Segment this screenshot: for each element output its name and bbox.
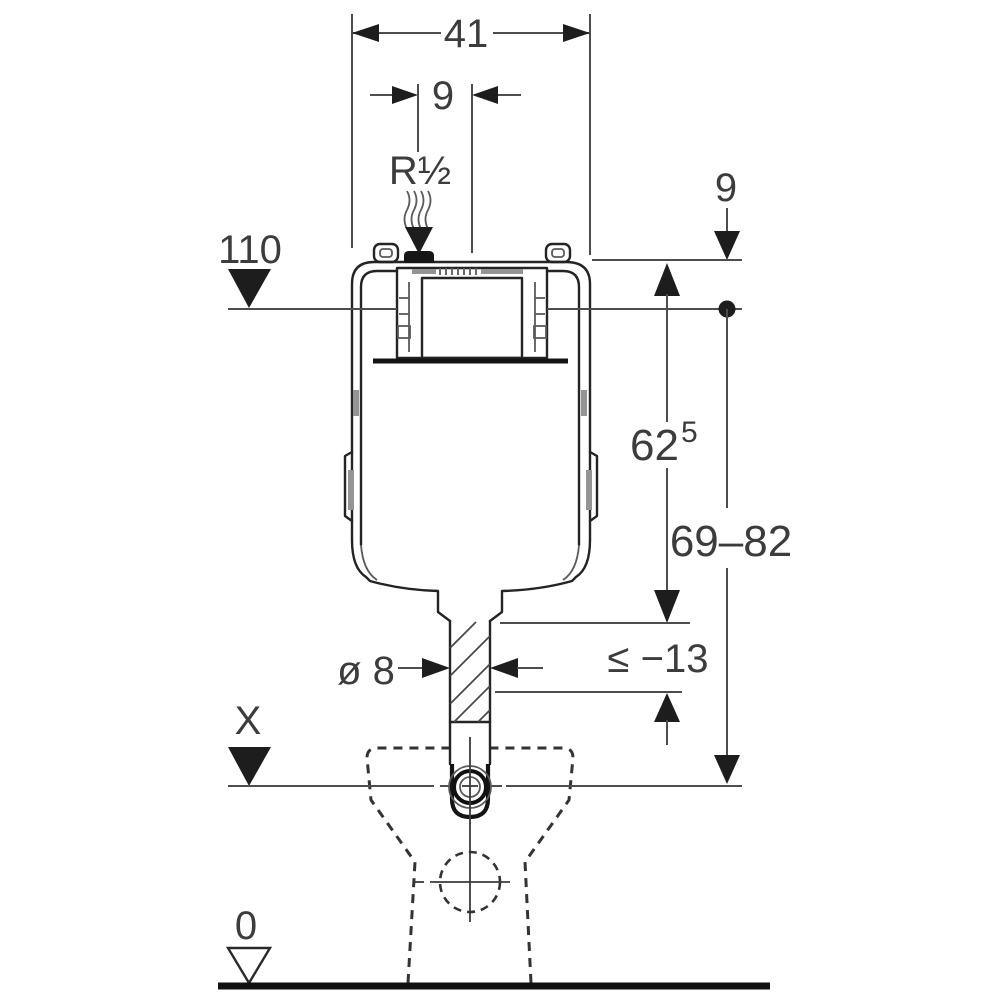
pipe-diameter-label: ø 8 (337, 649, 395, 693)
width-41-label: 41 (444, 12, 489, 56)
inlet-arrow (405, 227, 433, 254)
cistern-body (343, 242, 599, 623)
water-flow-icon (403, 190, 432, 230)
level-x-triangle-marker (228, 747, 271, 786)
shorten-allowance-label: ≤ −13 (608, 637, 709, 681)
level-x: X (228, 699, 742, 787)
vent-comb-ticks (439, 268, 477, 275)
drain-connection (414, 850, 510, 914)
height-range-label: 69–82 (670, 517, 792, 566)
pipe-hatching (449, 621, 491, 723)
wc-pan-dashed-outline (365, 746, 575, 984)
inlet-offset-label: 9 (432, 74, 454, 118)
side-clips (343, 390, 599, 523)
dimension-shorten-allowance: ≤ −13 (495, 637, 708, 745)
dimension-height-62-5: 62 5 (500, 263, 698, 624)
level-zero-triangle-marker (225, 946, 273, 986)
level-zero: 0 (218, 904, 770, 990)
height-62-label: 62 (630, 421, 679, 470)
height-62-sup-label: 5 (681, 416, 698, 449)
dimension-pipe-diameter: ø 8 (337, 649, 543, 693)
access-box-outer (395, 266, 549, 360)
level-zero-label: 0 (235, 904, 257, 948)
level-x-label: X (235, 699, 262, 743)
top-depth-label: 9 (715, 166, 737, 210)
water-inlet-connector (404, 251, 434, 263)
dimension-top-depth-9: 9 (592, 166, 742, 261)
mounting-lug-right (544, 242, 572, 264)
water-inlet-annotation: R½ (389, 149, 451, 254)
dimension-width-41: 41 (351, 12, 591, 255)
level-110: 110 (218, 228, 742, 310)
inlet-thread-label: R½ (389, 149, 451, 193)
frame-guide-rails (397, 282, 547, 352)
level-110-triangle-marker (228, 269, 271, 308)
dimension-height-range: 69–82 (670, 300, 792, 784)
mounting-lug-left (372, 242, 400, 264)
access-box-inner (420, 276, 524, 360)
flush-pipe (448, 619, 492, 922)
level-110-label: 110 (218, 228, 282, 272)
dimension-inlet-offset-9: 9 (370, 74, 521, 253)
